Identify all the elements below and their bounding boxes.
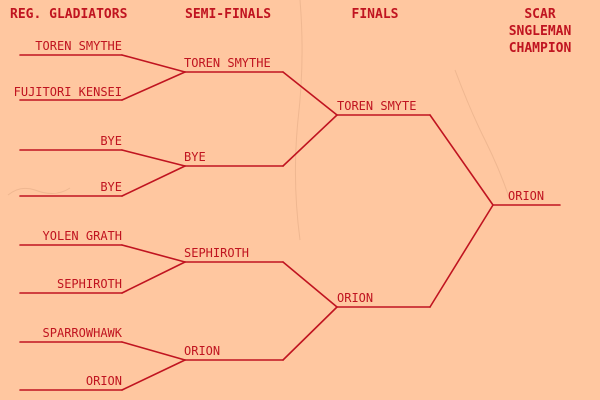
conn-4b — [121, 359, 186, 391]
conn-7b — [429, 204, 494, 308]
conn-5a — [282, 71, 338, 116]
champion-name: Orion — [508, 189, 545, 203]
conn-1b — [121, 71, 186, 101]
header-round1: Reg. Gladiators — [10, 7, 128, 22]
round1-entry: Sephiroth — [56, 277, 122, 291]
conn-3a — [121, 244, 186, 263]
conn-6b — [282, 306, 338, 361]
conn-2a — [121, 149, 186, 167]
round1-entry: Orion — [85, 374, 122, 388]
header-semifinals: Semi-Finals — [185, 7, 272, 22]
conn-3b — [121, 261, 186, 294]
header-champion-line1: Scar — [524, 7, 556, 22]
header-finals: Finals — [351, 7, 399, 22]
background-crack-right — [454, 69, 511, 201]
semifinal-entry: Bye — [184, 150, 206, 164]
header-champion-line2: Sngleman — [508, 24, 572, 39]
header-champion-line3: Champion — [508, 41, 572, 56]
conn-1a — [121, 54, 186, 73]
conn-2b — [121, 165, 186, 197]
round1-entry: Bye — [100, 134, 122, 148]
round1-entry: Sparrowhawk — [42, 326, 122, 340]
round1-entry: Fujitori Kensei — [13, 85, 122, 99]
final-entry: Toren Smyte — [337, 99, 417, 113]
background-crack-left — [7, 187, 71, 196]
round1-entry: Yolen Grath — [42, 229, 122, 243]
background-crack-mid — [294, 0, 303, 241]
final-entry: Orion — [337, 291, 374, 305]
conn-7a — [429, 114, 494, 206]
semifinal-entry: Toren Smythe — [184, 56, 271, 70]
conn-6a — [282, 261, 338, 308]
conn-4a — [121, 341, 186, 361]
round1-entry: Bye — [100, 180, 122, 194]
conn-5b — [282, 114, 338, 167]
semifinal-entry: Sephiroth — [184, 246, 250, 260]
semifinal-entry: Orion — [184, 344, 221, 358]
round1-entry: Toren Smythe — [35, 39, 122, 53]
